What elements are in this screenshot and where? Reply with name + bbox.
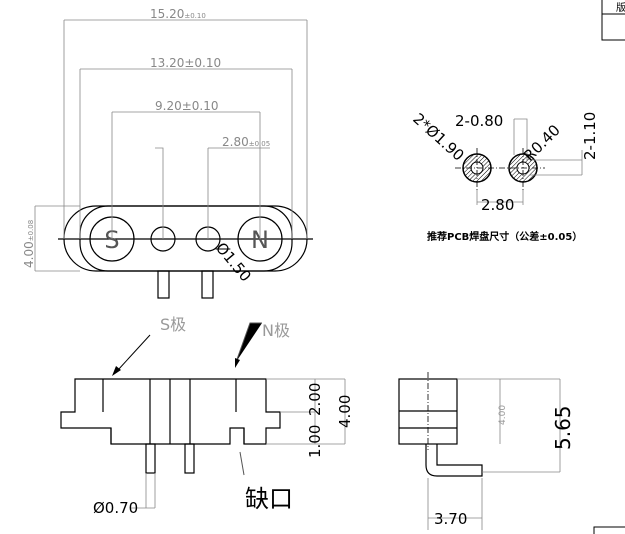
pin xyxy=(201,270,214,299)
pcb-caption: 推荐PCB焊盘尺寸（公差±0.05） xyxy=(427,230,582,243)
dim-total-height: 5.65 xyxy=(551,405,575,450)
dim-slot-width: 2-0.80 xyxy=(455,112,503,130)
front-view: S极 N极 2.00 4.00 1.00 Ø0.70 缺口 xyxy=(60,315,354,517)
title-block-cell: 版 xyxy=(616,1,625,14)
n-pole-label: N极 xyxy=(262,321,290,340)
dim-pitch: 2.80±0.05 xyxy=(222,135,270,149)
dim-pin-dia: Ø0.70 xyxy=(93,499,138,517)
pcb-pad-view: 2-0.80 2*Ø1.90 R0.40 2-1.10 2.80 推荐PCB焊盘… xyxy=(409,110,599,243)
dim-4-00: 4.00 xyxy=(336,395,354,428)
dim-height: 4.00±0.08 xyxy=(22,220,36,268)
dim-depth: 3.70 xyxy=(434,510,467,528)
notch-label: 缺口 xyxy=(245,485,293,513)
dim-2-00: 2.00 xyxy=(306,383,324,416)
dim-13-20: 13.20±0.10 xyxy=(150,56,221,70)
pole-n-label: N xyxy=(251,226,269,254)
pole-s-label: S xyxy=(104,226,119,254)
dim-dia: Ø1.50 xyxy=(212,239,255,285)
dim-1-00: 1.00 xyxy=(306,425,324,458)
dim-slot-height: 2-1.10 xyxy=(581,112,599,160)
pin xyxy=(157,270,170,299)
s-pole-label: S极 xyxy=(160,315,186,334)
dim-pcb-pitch: 2.80 xyxy=(481,196,514,214)
dim-overall: 15.20±0.10 xyxy=(150,7,206,21)
top-view: S N 15.20±0.10 13.20±0.10 9.20±0.10 2.80… xyxy=(22,7,313,299)
dim-9-20: 9.20±0.10 xyxy=(155,99,219,113)
title-block: 版 xyxy=(593,0,625,534)
side-view: 4.00 5.65 3.70 xyxy=(398,372,575,530)
dim-body-height: 4.00 xyxy=(498,405,508,425)
